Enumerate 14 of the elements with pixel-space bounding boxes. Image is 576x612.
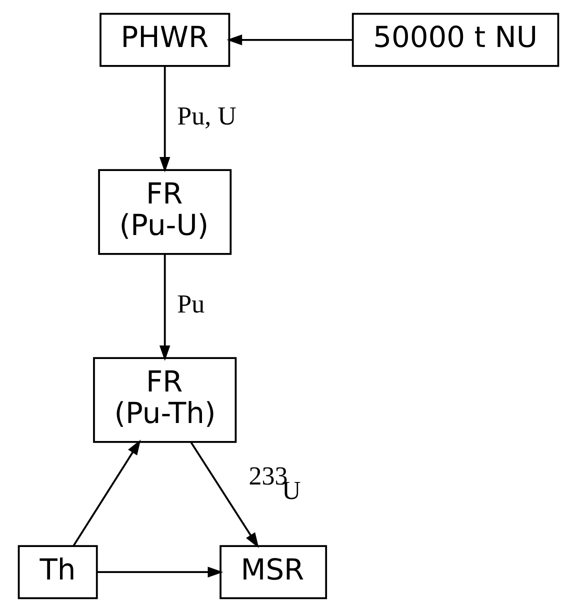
edge-label: Pu, U [176, 101, 236, 130]
edge-label: Pu [176, 289, 204, 318]
arrow [226, 34, 352, 46]
arrow [72, 440, 140, 546]
node-box: PHWR [99, 12, 230, 67]
node-box: MSR [219, 545, 327, 600]
node-box: FR (Pu-U) [98, 169, 232, 255]
node-box: Th [17, 545, 98, 600]
arrow [158, 254, 170, 361]
arrow [96, 566, 223, 578]
node-box: FR (Pu-Th) [92, 357, 236, 443]
arrow [158, 66, 170, 172]
node-box: 50000 t NU [351, 12, 559, 67]
arrow [190, 441, 258, 548]
